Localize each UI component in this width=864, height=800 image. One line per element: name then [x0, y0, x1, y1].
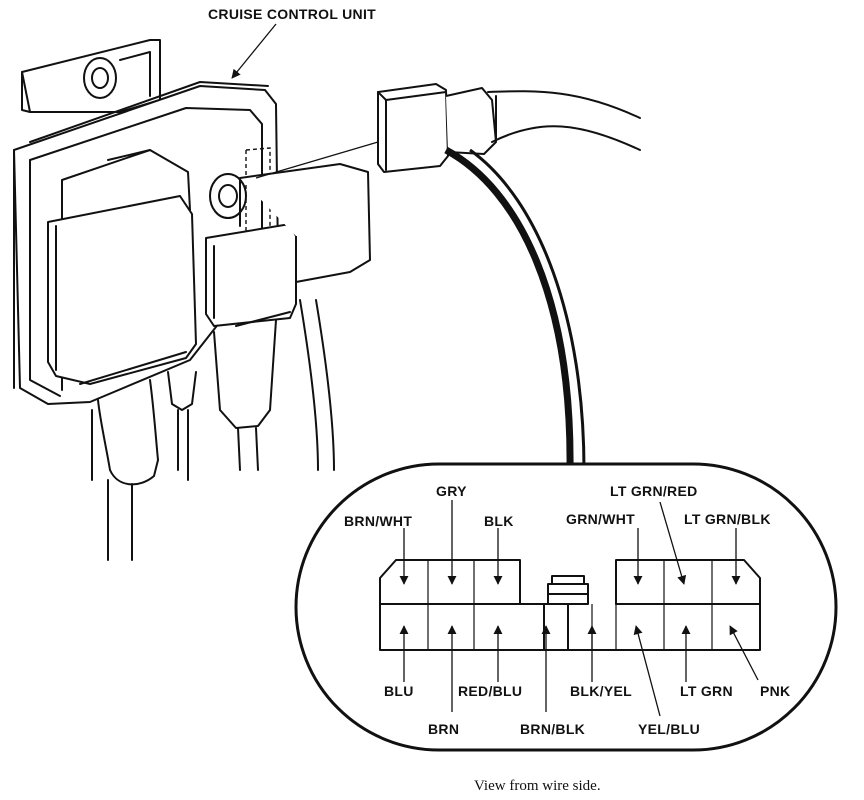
wire-label-lt-grn: LT GRN	[680, 683, 733, 699]
wire-label-blk: BLK	[484, 513, 514, 529]
wire-label-yel-blu: YEL/BLU	[638, 721, 700, 737]
harness-plug-illustration	[255, 83, 641, 471]
wire-label-blk-yel: BLK/YEL	[570, 683, 632, 699]
wire-label-blu: BLU	[384, 683, 414, 699]
view-caption: View from wire side.	[474, 778, 601, 794]
wire-label-brn-wht: BRN/WHT	[344, 513, 412, 529]
wire-label-gry: GRY	[436, 483, 467, 499]
cruise-control-unit-label: CRUISE CONTROL UNIT	[208, 6, 376, 22]
wire-label-lt-grn-blk: LT GRN/BLK	[684, 511, 771, 527]
wire-label-lt-grn-red: LT GRN/RED	[610, 483, 698, 499]
wire-label-pnk: PNK	[760, 683, 790, 699]
connector-zoom-view: BRN/WHT GRY BLK GRN/WHT LT GRN/RED LT GR…	[294, 462, 838, 752]
wire-label-brn: BRN	[428, 721, 459, 737]
wire-label-grn-wht: GRN/WHT	[566, 511, 635, 527]
pin-arrows	[399, 500, 759, 717]
wire-label-brn-blk: BRN/BLK	[520, 721, 585, 737]
wire-label-red-blu: RED/BLU	[458, 683, 522, 699]
cruise-control-unit-illustration	[13, 39, 371, 561]
